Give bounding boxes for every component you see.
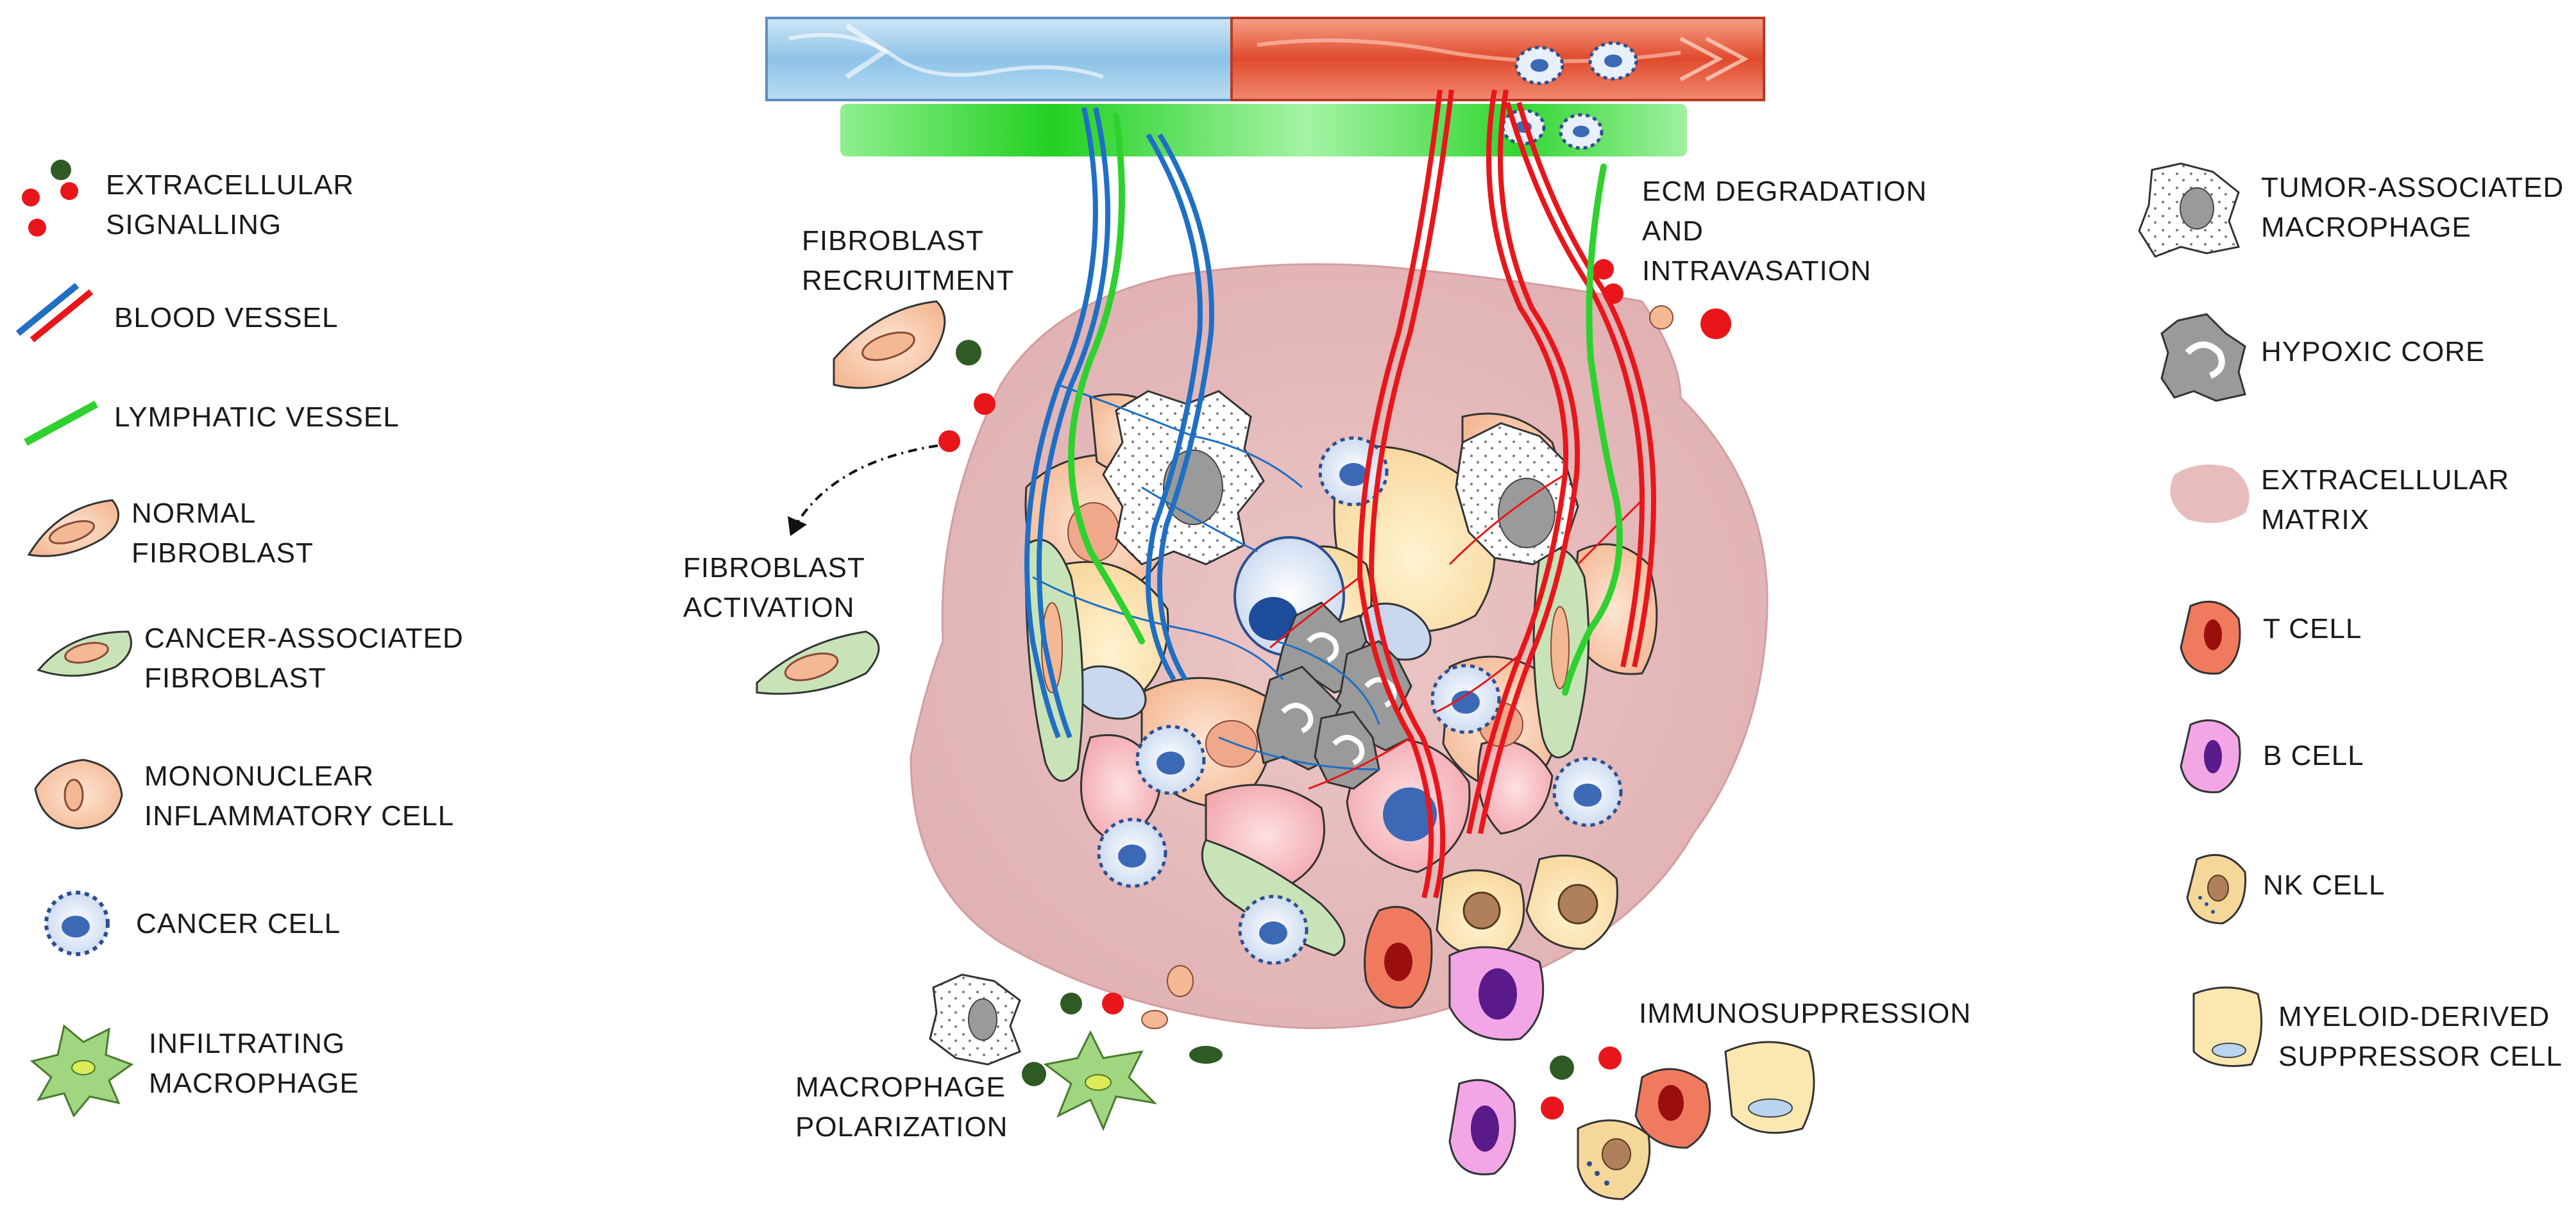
- legend-label-hypoxic-core: HYPOXIC CORE: [2261, 336, 2486, 367]
- process-label-immunosuppression: IMMUNOSUPPRESSION: [1639, 998, 1972, 1029]
- normal-fibroblast-icon: [27, 499, 119, 557]
- lymph-cancer-cell: [1559, 113, 1604, 150]
- legend-label-cancer-cell: CANCER CELL: [136, 908, 341, 939]
- legend-label-t-cell: T CELL: [2263, 613, 2362, 644]
- mononuclear-inflammatory-cell-icon: [34, 759, 123, 830]
- tumor-associated-macrophage-icon: [2138, 162, 2241, 258]
- signalling-molecules: [938, 259, 1731, 452]
- blood-vessels-arterial: [1357, 89, 1657, 898]
- activation-arrow: [794, 444, 938, 527]
- legend-label-blood-vessel: BLOOD VESSEL: [114, 302, 339, 333]
- cancer-associated-fibroblast-icon: [37, 630, 132, 677]
- circulating-cancer-cell: [1514, 46, 1564, 85]
- recruited-fibroblast: [833, 300, 946, 389]
- lymphatic-vessel-bar: [840, 104, 1687, 156]
- blood-vessel-branches: [1032, 383, 1380, 771]
- t-cell-icon: [2180, 600, 2241, 675]
- hypoxic-core-icon: [2160, 313, 2246, 402]
- blood-vessel-top: [765, 17, 1765, 101]
- circulating-cancer-cell: [1588, 41, 1638, 81]
- infiltrating-macrophage-icon: [30, 1024, 134, 1118]
- polarization-cells: [929, 965, 1223, 1131]
- cancer-cell-icon: [44, 891, 110, 956]
- signalling-dots-icon: [22, 160, 78, 237]
- extracellular-matrix-icon: [2170, 464, 2250, 523]
- nk-cell-icon: [2186, 853, 2247, 925]
- legend-label-nk-cell: NK CELL: [2263, 870, 2385, 901]
- legend-label-b-cell: B CELL: [2263, 740, 2364, 771]
- blood-vessel-icon: [15, 283, 94, 342]
- myeloid-derived-suppressor-cell-icon: [2192, 986, 2263, 1067]
- arterial-branches: [1269, 473, 1643, 790]
- legend-label-lymphatic-vessel: LYMPHATIC VESSEL: [114, 401, 400, 433]
- immunosuppression-cells: [1448, 1041, 1815, 1200]
- lymphatic-vessel-icon: [24, 400, 98, 446]
- blood-vessels-venous: [1024, 107, 1214, 739]
- b-cell-icon: [2180, 719, 2241, 793]
- activated-fibroblast: [756, 630, 880, 695]
- lymphatic-vessels: [1068, 112, 1623, 696]
